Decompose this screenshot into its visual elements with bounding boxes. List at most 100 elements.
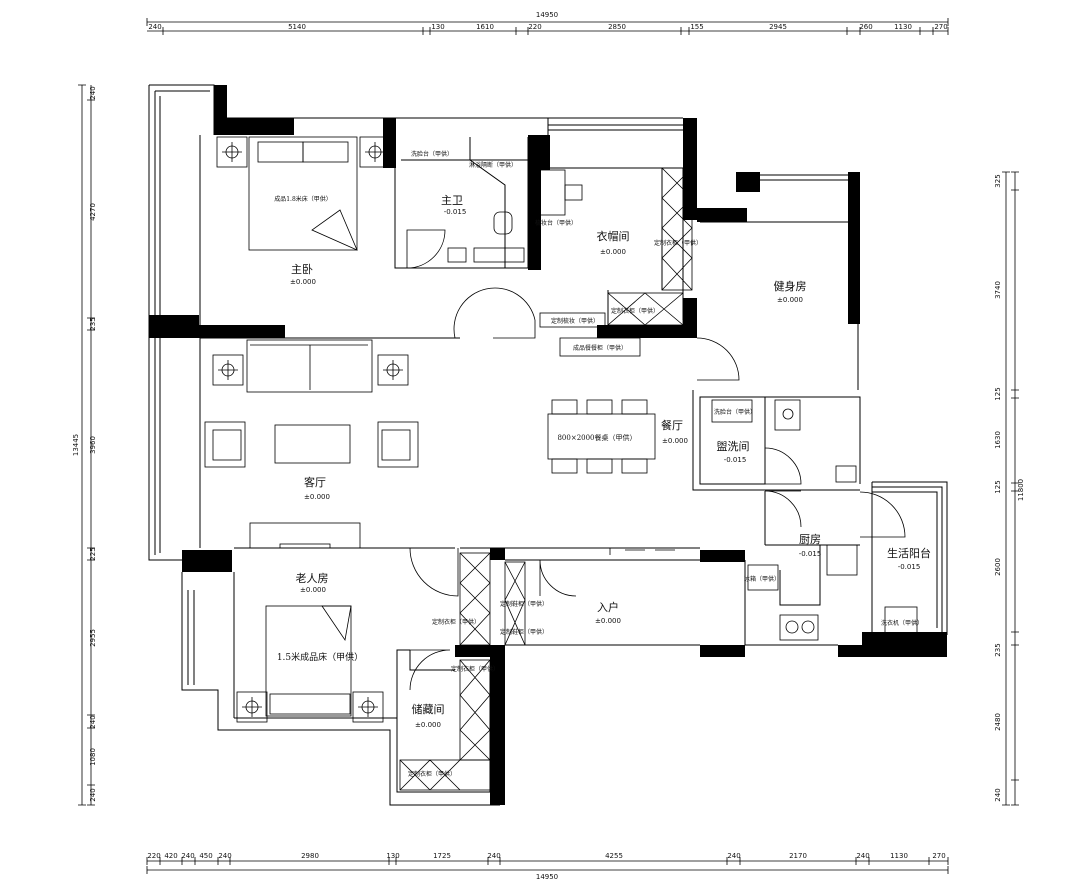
dim-bottom-0: 220 xyxy=(147,852,160,860)
room-wash: 盥洗间 -0.015 xyxy=(717,440,750,464)
room-level: ±0.000 xyxy=(290,278,316,286)
structural-walls xyxy=(149,85,947,805)
dim-left-4: 225 xyxy=(89,547,97,560)
dim-top-4: 220 xyxy=(528,23,541,31)
dim-right-0: 325 xyxy=(994,174,1002,187)
dim-bottom-1: 420 xyxy=(164,852,177,860)
note-sideboard: 成品餐餐柜（甲供） xyxy=(573,344,627,352)
room-master-bath: 主卫 -0.015 xyxy=(441,194,466,216)
room-entry: 入户 ±0.000 xyxy=(595,600,621,625)
room-name: 主卧 xyxy=(291,263,313,276)
dim-bottom-2: 240 xyxy=(181,852,194,860)
room-living: 客厅 ±0.000 xyxy=(304,475,330,501)
room-service-balcony: 生活阳台 -0.015 xyxy=(887,546,931,571)
dim-left-3: 3960 xyxy=(89,436,97,454)
note-storage-cab-1: 定制衣柜（甲供） xyxy=(451,665,499,673)
room-dining: 餐厅 ±0.000 xyxy=(661,418,688,445)
room-gym: 健身房 ±0.000 xyxy=(774,279,807,304)
note-storage-cab-2: 定制衣柜（甲供） xyxy=(408,770,456,778)
note-wardrobe-cloak: 定制衣柜（甲供） xyxy=(654,239,702,247)
dim-bottom-5: 2980 xyxy=(301,852,319,860)
dimension-lines xyxy=(78,18,1019,874)
dim-bottom-13: 1130 xyxy=(890,852,908,860)
room-cloak: 衣帽间 ±0.000 xyxy=(597,229,630,256)
doors xyxy=(406,229,906,691)
note-shoe-cab-2: 定制鞋柜（甲供） xyxy=(500,628,548,636)
dim-bottom-8: 240 xyxy=(487,852,500,860)
room-level: ±0.000 xyxy=(600,248,626,256)
dim-top-10: 270 xyxy=(934,23,947,31)
note-shoe-cab-1: 定制鞋柜（甲供） xyxy=(500,600,548,608)
dim-right-total: 11800 xyxy=(1017,479,1025,501)
dim-right-3: 1630 xyxy=(994,431,1002,449)
room-name: 老人房 xyxy=(296,572,329,585)
dim-top-5: 2850 xyxy=(608,23,626,31)
dim-bottom-9: 4255 xyxy=(605,852,623,860)
dim-left-5: 2955 xyxy=(89,629,97,647)
room-name: 厨房 xyxy=(799,533,821,546)
room-level: ±0.000 xyxy=(595,617,621,625)
dim-top-7: 2945 xyxy=(769,23,787,31)
dim-left-total: 13445 xyxy=(72,434,80,456)
furniture xyxy=(204,136,918,791)
dim-left-1: 4270 xyxy=(89,203,97,221)
room-labels: 主卧 ±0.000 主卫 -0.015 衣帽间 ±0.000 健身房 ±0.00… xyxy=(290,194,931,729)
note-bed-elder: 1.5米成品床（甲供） xyxy=(277,651,363,663)
dim-top-9: 1130 xyxy=(894,23,912,31)
dim-left-6: 240 xyxy=(89,715,97,728)
note-dressing-table: 梳妆台（甲供） xyxy=(535,219,577,227)
note-shower: 淋浴隔断（甲供） xyxy=(469,161,517,169)
room-name: 盥洗间 xyxy=(717,440,750,453)
dim-bottom-14: 270 xyxy=(932,852,945,860)
room-name: 衣帽间 xyxy=(597,229,630,243)
room-name: 储藏间 xyxy=(412,702,445,716)
room-level: -0.015 xyxy=(444,208,467,216)
note-fridge: 冰箱（甲供） xyxy=(744,575,780,583)
dim-right-8: 240 xyxy=(994,788,1002,801)
dim-top-8: 260 xyxy=(859,23,872,31)
note-bed-master: 成品1.8米床（甲供） xyxy=(274,195,332,203)
room-name: 主卫 xyxy=(441,194,463,207)
room-elder: 老人房 ±0.000 xyxy=(296,572,329,594)
room-name: 餐厅 xyxy=(661,418,683,432)
room-level: -0.015 xyxy=(898,563,921,571)
note-basin-master: 洗脸台（甲供） xyxy=(411,150,453,158)
room-name: 健身房 xyxy=(774,279,807,293)
room-level: ±0.000 xyxy=(304,493,330,501)
dim-right-2: 125 xyxy=(994,387,1002,400)
note-wardrobe-elder: 定制衣柜（甲供） xyxy=(432,618,480,626)
dim-bottom-11: 2170 xyxy=(789,852,807,860)
dim-left-0: 240 xyxy=(89,86,97,99)
dim-bottom-total: 14950 xyxy=(536,873,558,881)
dim-right-5: 2600 xyxy=(994,558,1002,576)
room-name: 客厅 xyxy=(304,475,326,489)
dim-right-7: 2480 xyxy=(994,713,1002,731)
dim-top-6: 155 xyxy=(690,23,703,31)
dim-top-1: 5140 xyxy=(288,23,306,31)
annotations: 成品1.8米床（甲供） 1.5米成品床（甲供） 800×2000餐桌（甲供） 成… xyxy=(274,150,923,778)
note-washer: 洗衣机（甲供） xyxy=(881,619,923,627)
dim-top-2: 130 xyxy=(431,23,444,31)
dim-left-2: 235 xyxy=(89,317,97,330)
room-level: ±0.000 xyxy=(415,721,441,729)
dim-bottom-7: 1725 xyxy=(433,852,451,860)
dim-left-7: 1080 xyxy=(89,748,97,766)
room-master-bed: 主卧 ±0.000 xyxy=(290,263,316,286)
note-basin-wash: 洗脸台（甲供） xyxy=(714,408,756,416)
dim-bottom-3: 450 xyxy=(199,852,212,860)
dim-bottom-6: 130 xyxy=(386,852,399,860)
dim-bottom-12: 240 xyxy=(856,852,869,860)
dim-bottom-4: 240 xyxy=(218,852,231,860)
note-dresser: 定制梳妆（甲供） xyxy=(551,317,599,325)
dim-bottom-10: 240 xyxy=(727,852,740,860)
note-dining-table: 800×2000餐桌（甲供） xyxy=(557,433,636,442)
room-level: ±0.000 xyxy=(662,437,688,445)
room-kitchen: 厨房 -0.015 xyxy=(799,533,822,558)
dim-top-total: 14950 xyxy=(536,11,558,19)
room-level: -0.015 xyxy=(724,456,747,464)
dim-right-6: 235 xyxy=(994,643,1002,656)
dimension-labels: 14950 240 5140 130 1610 220 2850 155 294… xyxy=(72,11,1025,881)
dim-right-4: 125 xyxy=(994,480,1002,493)
room-name: 入户 xyxy=(597,600,619,614)
room-level: -0.015 xyxy=(799,550,822,558)
